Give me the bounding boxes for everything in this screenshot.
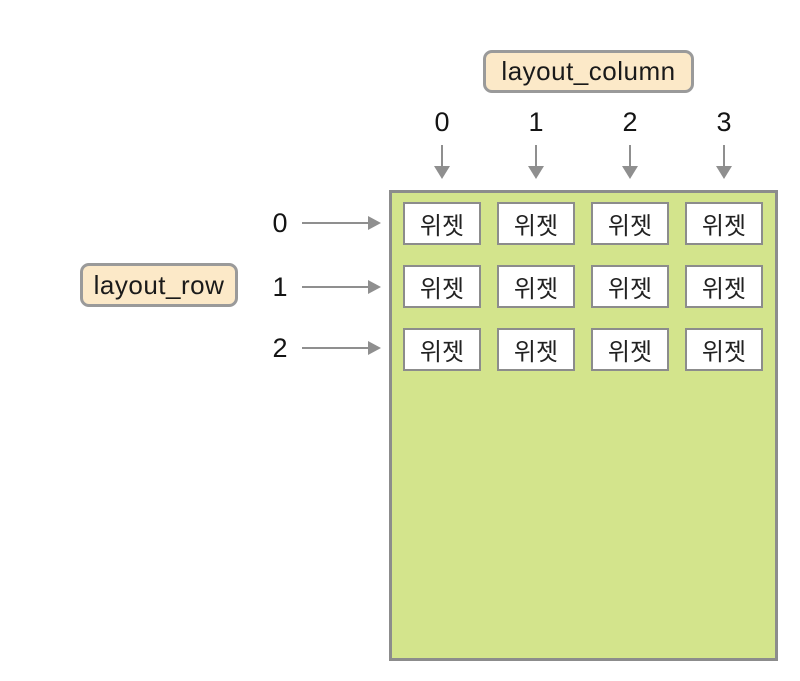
- widget-cell: 위젯: [403, 265, 481, 308]
- grid-row-1: 위젯 위젯 위젯 위젯: [403, 265, 775, 308]
- row-marker-2: 2: [266, 332, 381, 364]
- widget-cell: 위젯: [497, 328, 575, 371]
- row-marker-0: 0: [266, 207, 381, 239]
- column-marker-0: 0: [414, 107, 470, 179]
- widget-cell: 위젯: [497, 265, 575, 308]
- column-index-0: 0: [434, 107, 450, 137]
- arrow-down-icon: [528, 145, 544, 179]
- widget-cell: 위젯: [403, 328, 481, 371]
- arrow-down-icon: [716, 145, 732, 179]
- grid-row-0: 위젯 위젯 위젯 위젯: [403, 202, 775, 245]
- arrow-down-icon: [622, 145, 638, 179]
- row-index-0: 0: [272, 208, 288, 238]
- column-index-3: 3: [716, 107, 732, 137]
- column-index-1: 1: [528, 107, 544, 137]
- arrow-right-icon: [302, 280, 381, 294]
- widget-cell: 위젯: [403, 202, 481, 245]
- arrow-down-icon: [434, 145, 450, 179]
- widget-cell: 위젯: [591, 328, 669, 371]
- row-marker-1: 1: [266, 271, 381, 303]
- widget-cell: 위젯: [591, 202, 669, 245]
- column-marker-2: 2: [602, 107, 658, 179]
- grid-row-2: 위젯 위젯 위젯 위젯: [403, 328, 775, 371]
- widget-cell: 위젯: [591, 265, 669, 308]
- arrow-right-icon: [302, 341, 381, 355]
- layout-column-label-text: layout_column: [501, 56, 676, 86]
- column-marker-1: 1: [508, 107, 564, 179]
- layout-row-label-text: layout_row: [93, 269, 225, 300]
- grid-container: 위젯 위젯 위젯 위젯 위젯 위젯 위젯 위젯 위젯 위젯 위젯 위젯: [389, 190, 778, 661]
- arrow-right-icon: [302, 216, 381, 230]
- column-index-2: 2: [622, 107, 638, 137]
- layout-row-label: layout_row: [80, 263, 238, 307]
- row-index-2: 2: [272, 333, 288, 363]
- row-index-1: 1: [272, 272, 288, 302]
- layout-column-label: layout_column: [483, 50, 694, 93]
- widget-cell: 위젯: [685, 202, 763, 245]
- widget-cell: 위젯: [685, 265, 763, 308]
- column-marker-3: 3: [696, 107, 752, 179]
- widget-cell: 위젯: [685, 328, 763, 371]
- widget-cell: 위젯: [497, 202, 575, 245]
